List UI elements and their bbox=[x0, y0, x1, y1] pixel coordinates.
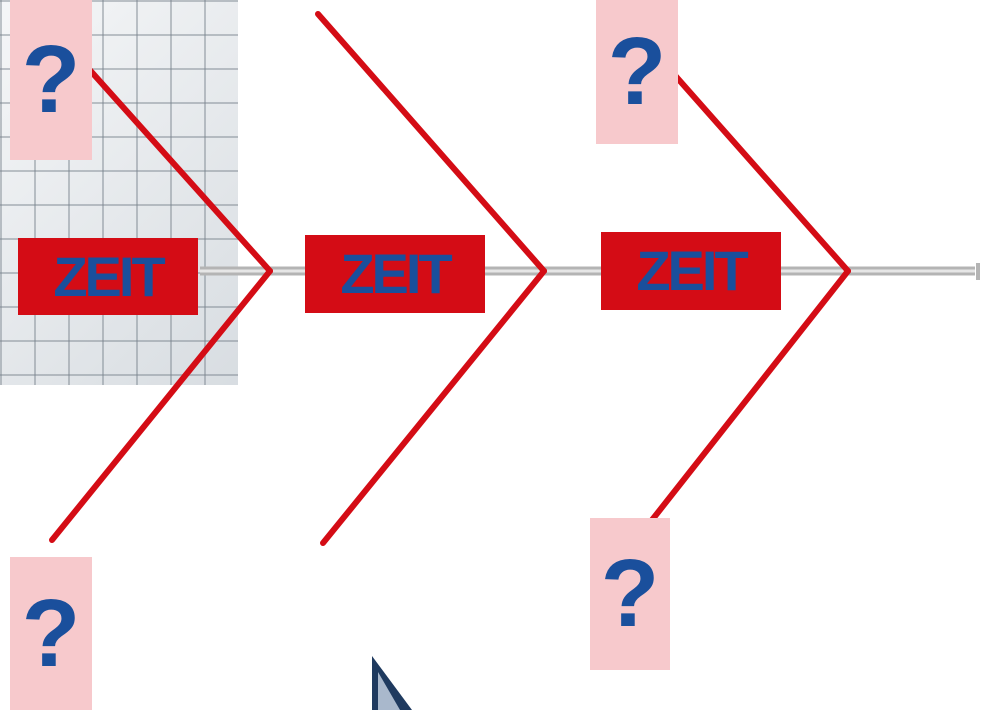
zeit-label-3: ZEIT bbox=[601, 232, 781, 310]
question-top-right: ? bbox=[596, 0, 678, 144]
zeit-label-1: ZEIT bbox=[18, 238, 198, 315]
question-bottom-right: ? bbox=[590, 518, 670, 670]
arrow-pointer-icon bbox=[372, 656, 412, 710]
question-top-left: ? bbox=[10, 0, 92, 160]
question-bottom-left: ? bbox=[10, 557, 92, 710]
zeit-label-2: ZEIT bbox=[305, 235, 485, 313]
